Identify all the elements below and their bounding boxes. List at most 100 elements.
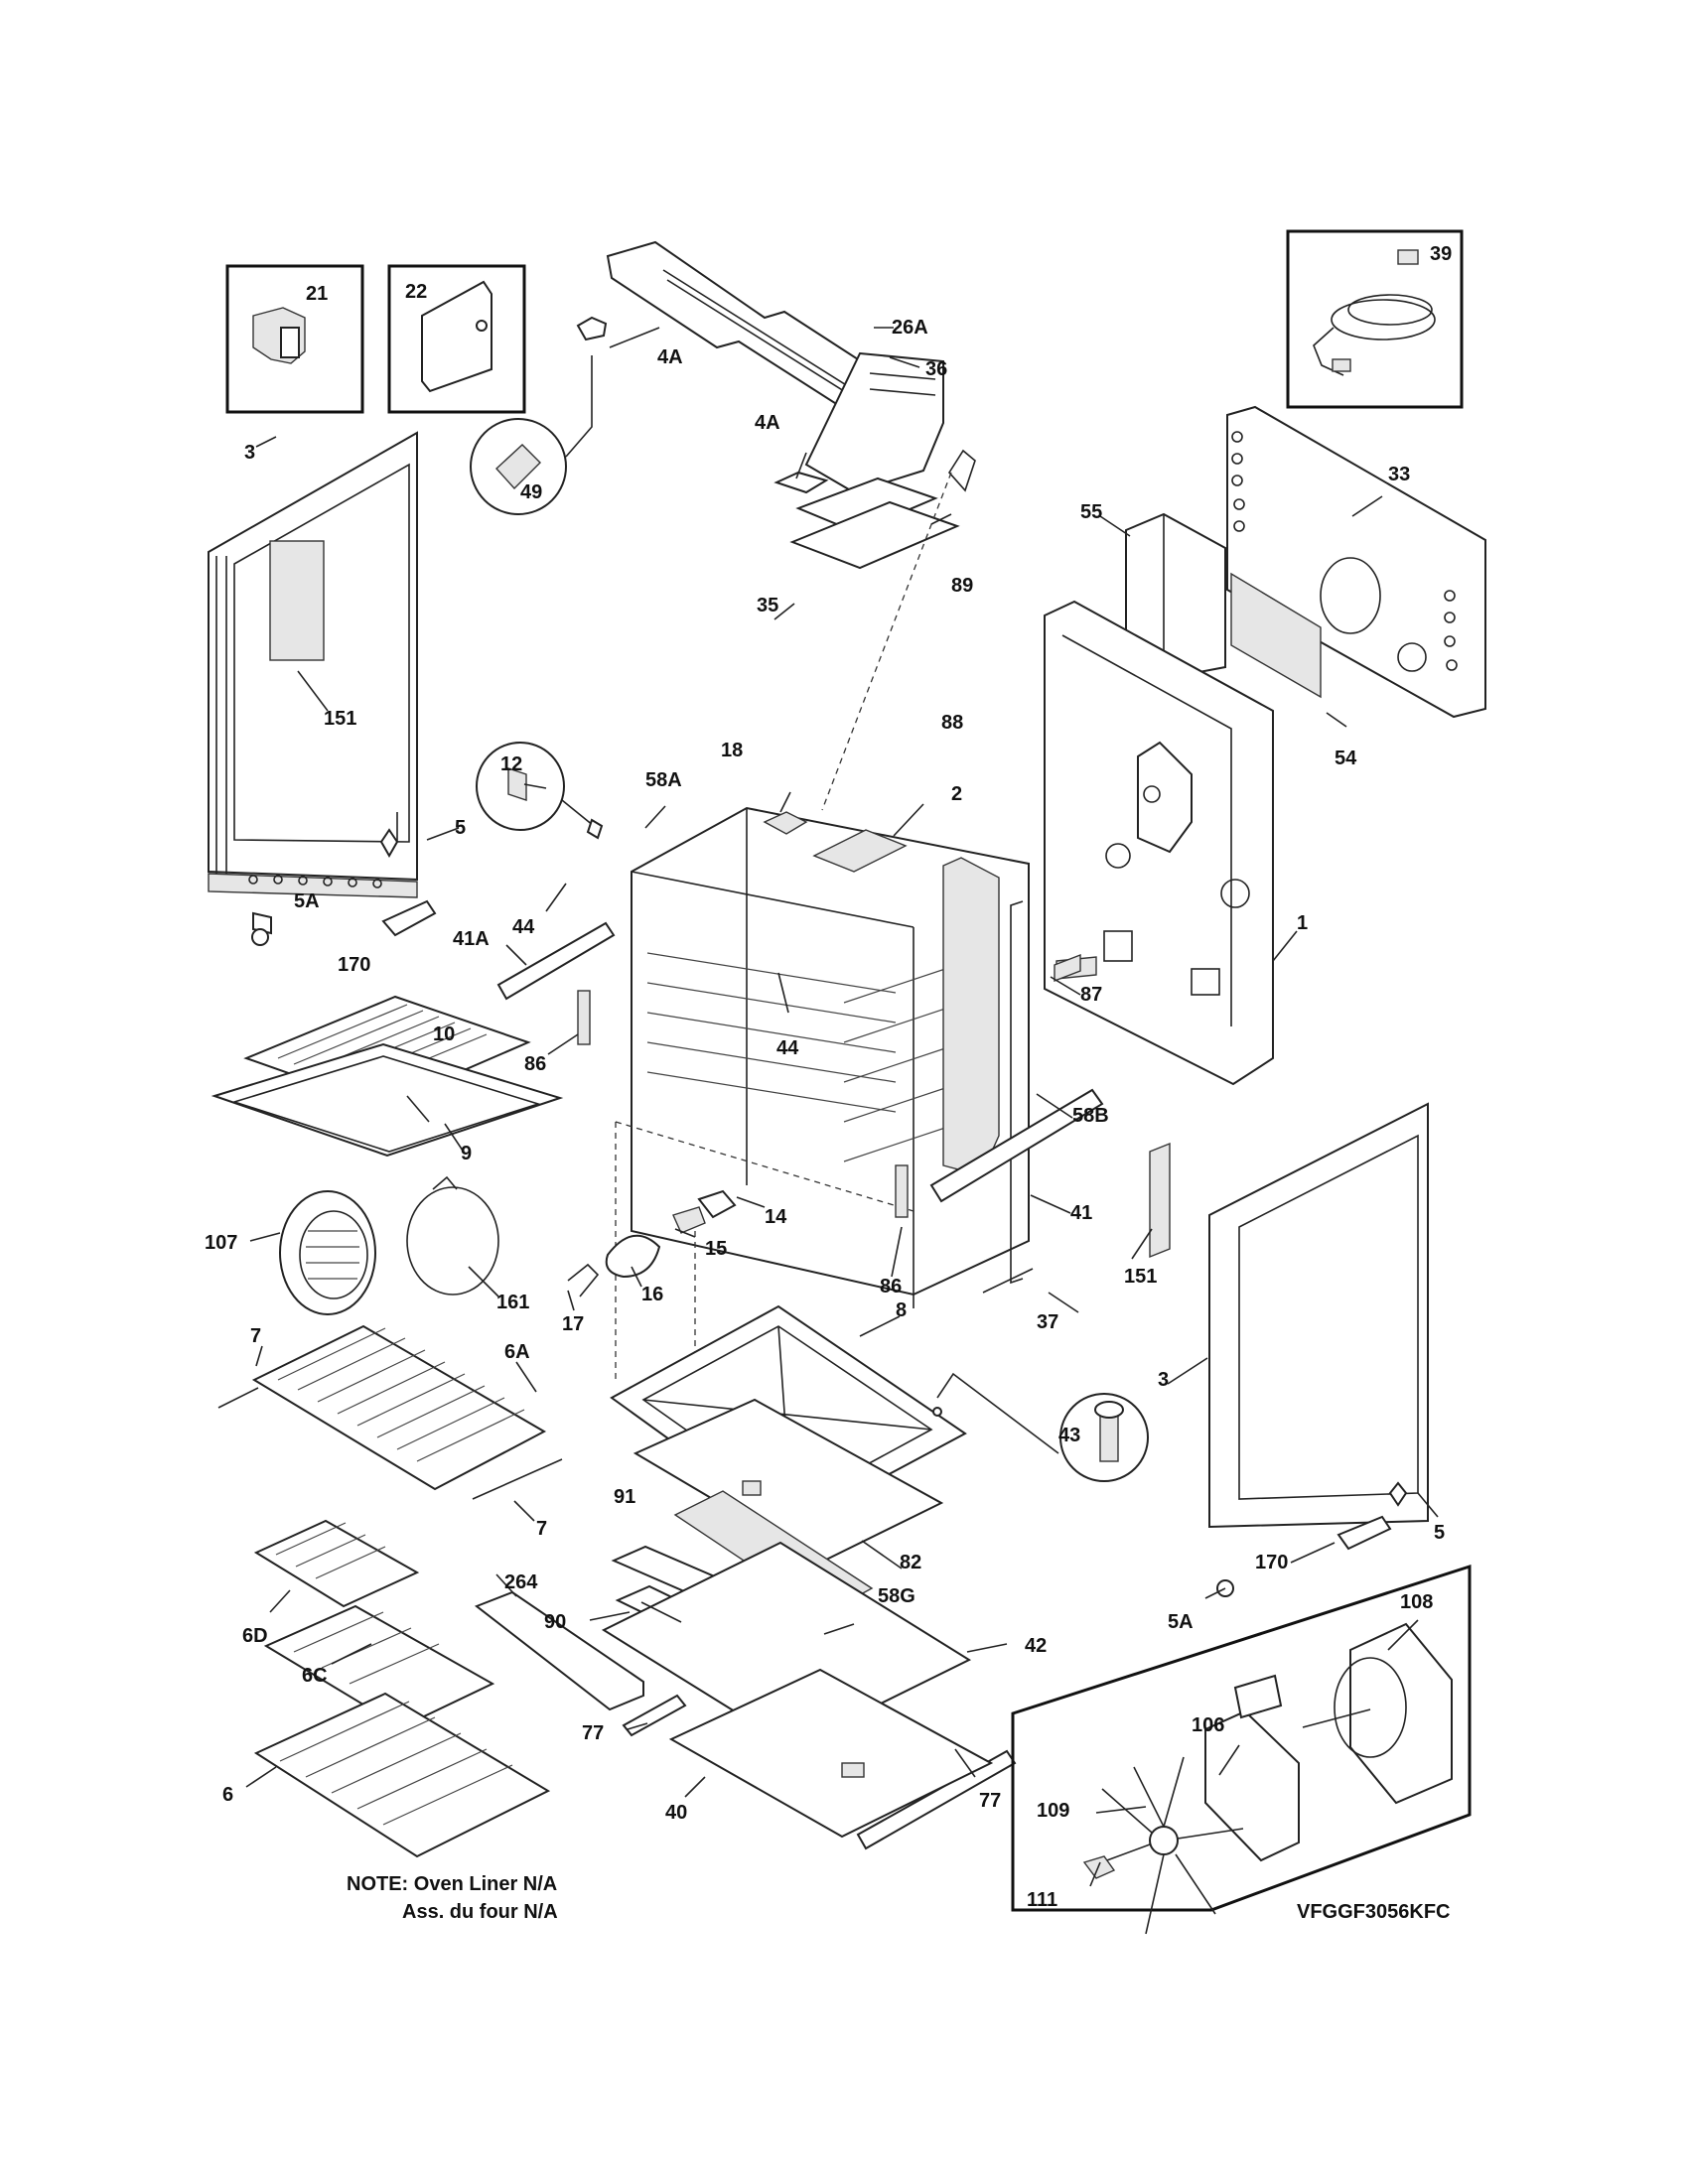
part-161-element [406,1175,499,1296]
label-40: 40 [665,1802,687,1824]
label-58G: 58G [878,1585,915,1607]
part-41A-86-left-rails [496,921,616,1045]
part-33-back-panel [1226,405,1486,719]
label-41: 41 [1070,1202,1092,1224]
label-170-right: 170 [1255,1552,1288,1573]
note-line-2: Ass. du four N/A [402,1901,558,1923]
model-number: VFGGF3056KFC [1297,1901,1450,1923]
inset-box-part-22 [387,264,526,414]
label-5A-right: 5A [1168,1611,1194,1633]
label-33: 33 [1388,464,1410,485]
label-151-right: 151 [1124,1266,1157,1288]
part-42-base-frame [601,1541,972,1749]
label-55: 55 [1080,501,1102,523]
part-41-86-right-rails [895,1088,1104,1294]
part-106-mount [1204,1674,1300,1862]
label-6C: 6C [302,1665,328,1687]
part-36-35-88-89-ducts [789,351,976,811]
part-6C-rack [263,1604,495,1729]
label-22: 22 [405,281,427,303]
label-88: 88 [941,712,963,734]
label-3-right: 3 [1158,1369,1169,1391]
inset-box-part-21 [225,264,364,414]
label-21: 21 [306,283,328,305]
label-6D: 6D [242,1625,268,1647]
label-161: 161 [496,1292,529,1313]
part-6-rack [253,1692,551,1858]
label-44-mid: 44 [776,1037,799,1059]
label-3-left: 3 [244,442,255,464]
label-5-left: 5 [455,817,466,839]
label-39: 39 [1430,243,1452,265]
part-labels: 21 22 39 26A 4A 4A 49 3 151 5 5A 170 36 … [205,243,1452,1911]
part-6A-7-rack [217,1324,563,1500]
label-108: 108 [1400,1591,1433,1613]
part-1-back-wall [1044,600,1274,1086]
part-3-right-door [1149,1102,1429,1597]
label-14: 14 [765,1206,787,1228]
label-42: 42 [1025,1635,1047,1657]
leader-lines [245,327,1439,1887]
label-41A: 41A [453,928,490,950]
label-8: 8 [896,1299,907,1321]
note-line-1: NOTE: Oven Liner N/A [347,1873,557,1895]
part-6D-rack [253,1519,420,1608]
label-18: 18 [721,740,743,761]
label-58A: 58A [645,769,682,791]
label-26A: 26A [892,317,928,339]
part-111-nut [1082,1855,1116,1879]
part-14-17-light-assembly [567,1189,737,1297]
label-106: 106 [1192,1714,1224,1736]
label-10: 10 [433,1024,455,1045]
label-170-left: 170 [338,954,370,976]
part-107-fan-cover [279,1190,376,1315]
label-54: 54 [1335,748,1357,769]
part-77-40-bottom-rails [622,1668,1017,1850]
label-111: 111 [1027,1889,1057,1911]
label-86-left: 86 [524,1053,546,1075]
label-82: 82 [900,1552,921,1573]
label-16: 16 [641,1284,663,1305]
label-43: 43 [1058,1425,1080,1446]
part-5-5A-170-left-hinge-parts [251,812,437,946]
label-36: 36 [925,358,947,380]
label-77-right: 77 [979,1790,1001,1812]
label-7-top: 7 [250,1325,261,1347]
label-12: 12 [500,753,522,775]
label-4A-mid: 4A [755,412,780,434]
label-15: 15 [705,1238,727,1260]
part-49-circle-detail [470,316,608,515]
label-90: 90 [544,1611,566,1633]
label-264: 264 [504,1571,538,1593]
part-54-bracket [1230,572,1322,699]
label-1: 1 [1297,912,1308,934]
label-37: 37 [1037,1311,1058,1333]
label-107: 107 [205,1232,237,1254]
part-108-motor [1302,1622,1453,1805]
label-9: 9 [461,1143,472,1164]
label-86-mid: 86 [880,1276,902,1297]
label-44-left: 44 [512,916,535,938]
inset-box-part-39 [1286,229,1464,409]
label-109: 109 [1037,1800,1069,1822]
label-49: 49 [520,481,542,503]
label-91: 91 [614,1486,635,1508]
part-58A-oven-cavity [615,806,1030,1380]
part-3-left-door [208,431,418,898]
label-151-left: 151 [324,708,356,730]
part-12-sensor-circle [476,742,604,840]
label-35: 35 [757,595,778,616]
label-6A: 6A [504,1341,530,1363]
label-4A-top: 4A [657,346,683,368]
label-5A-left: 5A [294,890,320,912]
part-4A-mid-clip [774,471,829,494]
part-109-fan-blade [1095,1756,1244,1935]
part-9-broiler-pan [211,1042,564,1158]
label-2: 2 [951,783,962,805]
label-6: 6 [222,1784,233,1806]
label-7-bot: 7 [536,1518,547,1540]
label-89: 89 [951,575,973,597]
label-5-right: 5 [1434,1522,1445,1544]
part-58B-side-panel [1010,900,1081,1285]
